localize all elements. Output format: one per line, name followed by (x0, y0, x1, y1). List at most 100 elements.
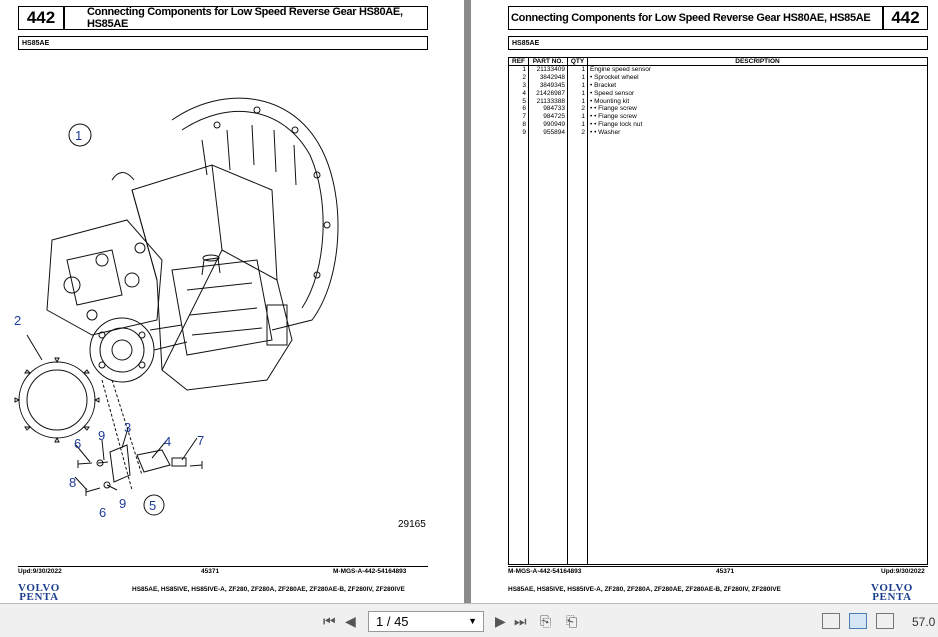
first-page-icon[interactable]: ⏮ (323, 613, 336, 629)
logo-line-1: VOLVO (871, 582, 913, 594)
table-header-row: REF PART NO. QTY DESCRIPTION (508, 57, 928, 66)
cell-part-no: 21426987 (528, 89, 568, 98)
callout-9b: 9 (119, 496, 126, 511)
cell-description: • • Flange lock nut (587, 120, 928, 129)
callout-8: 8 (69, 475, 76, 490)
volvo-penta-logo: VOLVO PENTA (871, 582, 913, 603)
cell-part-no: 21133388 (528, 97, 568, 105)
footer-doc-id: 45371 (201, 568, 220, 575)
cell-description: • Bracket (587, 81, 928, 90)
callout-5: 5 (149, 498, 156, 513)
callout-7: 7 (197, 433, 204, 448)
model-bar: HS85AE (18, 36, 428, 50)
chevron-down-icon: ▼ (468, 616, 477, 626)
zoom-level[interactable]: 57.0 (912, 615, 936, 629)
model-bar: HS85AE (508, 36, 928, 50)
cell-description: • • Washer (587, 128, 928, 137)
page-indicator: 1 / 45 (376, 614, 409, 629)
callout-4: 4 (164, 434, 171, 449)
cell-ref: 9 (508, 128, 529, 137)
footer-ref-code: M-MGS-A-442-54164893 (333, 568, 407, 575)
cell-qty: 1 (567, 97, 588, 105)
cell-part-no: 21133409 (528, 65, 568, 74)
footer-date: Upd:9/30/2022 (18, 568, 62, 575)
cell-ref: 7 (508, 112, 529, 121)
cell-part-no: 3849345 (528, 81, 568, 90)
left-page: 442 Connecting Components for Low Speed … (0, 0, 464, 603)
cell-ref: 1 (508, 65, 529, 74)
right-page: Connecting Components for Low Speed Reve… (471, 0, 938, 603)
footer-models: HS85AE, HS85IVE, HS85IVE-A, ZF280, ZF280… (508, 586, 781, 593)
cell-part-no: 3842948 (528, 73, 568, 82)
two-page-icon[interactable] (849, 613, 867, 629)
footer-models: HS85AE, HS85IVE, HS85IVE-A, ZF280, ZF280… (132, 586, 405, 593)
page-title: Connecting Components for Low Speed Reve… (64, 6, 428, 30)
logo-line-2: PENTA (19, 591, 59, 603)
cell-qty: 1 (567, 120, 588, 129)
cell-description: • Sprocket wheel (587, 73, 928, 82)
continuous-icon[interactable] (876, 613, 894, 629)
cell-qty: 2 (567, 128, 588, 137)
cell-qty: 1 (567, 112, 588, 121)
callout-6b: 6 (99, 505, 106, 520)
cell-ref: 3 (508, 81, 529, 90)
cell-description: • Speed sensor (587, 89, 928, 98)
page-number-select[interactable]: 1 / 45 ▼ (368, 611, 484, 632)
cell-part-no: 955894 (528, 128, 568, 137)
footer-ref-code: M-MGS-A-442-54164893 (508, 568, 582, 575)
cell-qty: 1 (567, 81, 588, 90)
cell-qty: 1 (567, 73, 588, 82)
col-divider (528, 57, 529, 565)
callout-3: 3 (124, 420, 131, 435)
footer-doc-id: 45371 (716, 568, 735, 575)
viewer-toolbar: ⏮ ◀ 1 / 45 ▼ ▶ ⏭ ⎘ ⎗ 57.0 (0, 603, 938, 637)
cell-description: • Mounting kit (587, 97, 928, 105)
footer-divider (18, 566, 428, 567)
logo-line-2: PENTA (872, 591, 912, 603)
cell-qty: 1 (567, 89, 588, 98)
cell-description: Engine speed sensor (587, 65, 928, 74)
cell-part-no: 984725 (528, 112, 568, 121)
footer-divider (508, 566, 928, 567)
col-divider (587, 57, 588, 565)
figure-number: 29165 (398, 519, 426, 530)
go-back-icon[interactable]: ⎘ (540, 613, 552, 629)
callout-9a: 9 (98, 428, 105, 443)
prev-page-icon[interactable]: ◀ (345, 613, 356, 629)
callout-6a: 6 (74, 436, 81, 451)
cell-qty: 2 (567, 104, 588, 113)
page-title: Connecting Components for Low Speed Reve… (508, 6, 883, 30)
cell-description: • • Flange screw (587, 104, 928, 113)
next-page-icon[interactable]: ▶ (495, 613, 506, 629)
cell-ref: 2 (508, 73, 529, 82)
callout-1: 1 (75, 128, 82, 143)
callout-2: 2 (14, 313, 21, 328)
volvo-penta-logo: VOLVO PENTA (18, 582, 60, 603)
header-qty: QTY (567, 57, 588, 66)
go-forward-icon[interactable]: ⎗ (566, 613, 578, 629)
page-number-box: 442 (883, 6, 928, 30)
single-page-icon[interactable] (822, 613, 840, 629)
exploded-parts-drawing: 1 2 3 4 5 6 6 7 8 9 9 (14, 97, 339, 520)
logo-line-1: VOLVO (18, 582, 60, 594)
col-divider (567, 57, 568, 565)
header-part-no: PART NO. (528, 57, 568, 66)
header-description: DESCRIPTION (587, 57, 928, 66)
cell-part-no: 990949 (528, 120, 568, 129)
cell-description: • • Flange screw (587, 112, 928, 121)
cell-ref: 8 (508, 120, 529, 129)
cell-part-no: 984733 (528, 104, 568, 113)
cell-qty: 1 (567, 65, 588, 74)
last-page-icon[interactable]: ⏭ (514, 613, 527, 629)
cell-ref: 6 (508, 104, 529, 113)
footer-date: Upd:9/30/2022 (881, 568, 925, 575)
